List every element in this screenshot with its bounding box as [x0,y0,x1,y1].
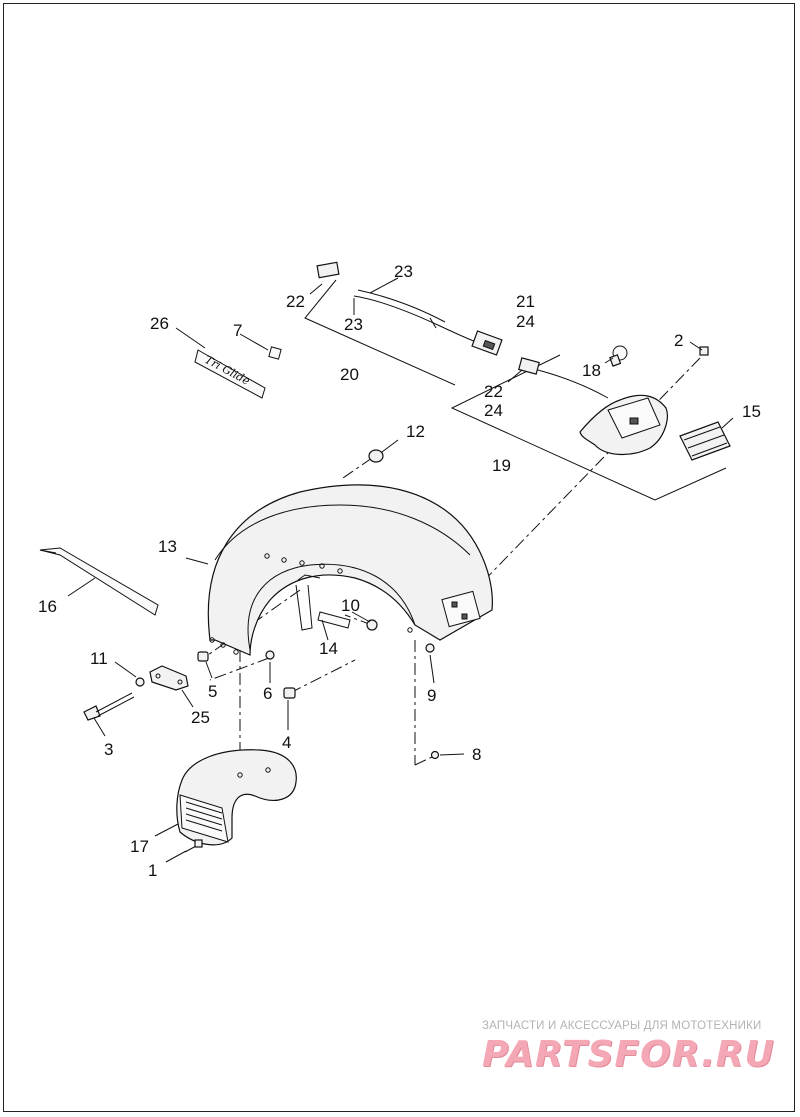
callout-9: 9 [427,686,436,705]
callout-22: 22 [484,382,503,401]
group-brackets [304,279,727,501]
callout-1: 1 [148,861,157,880]
fender-strip [39,547,159,616]
callout-6: 6 [263,684,272,703]
callout-12: 12 [406,422,425,441]
callout-3: 3 [104,740,113,759]
hardware [83,346,709,853]
callout-23-wire: 23 [344,315,363,334]
callout-16: 16 [38,597,57,616]
callout-7: 7 [233,321,242,340]
callout-11: 11 [90,649,108,668]
rear-fender [207,484,493,656]
callout-23: 23 [394,262,413,281]
callout-25: 25 [191,708,210,727]
watermark: ЗАПЧАСТИ И АКСЕССУАРЫ ДЛЯ МОТОТЕХНИКИ PA… [482,1020,782,1075]
callout-4: 4 [282,733,291,752]
callout-14: 14 [319,639,338,658]
callout-19: 19 [492,456,511,475]
callout-22-harness: 22 [286,292,305,311]
callout-21: 21 [516,292,535,311]
emblem: Tri Glide [194,349,266,399]
callout-10: 10 [341,596,360,615]
callout-15: 15 [742,402,761,421]
watermark-logo: PARTSFOR.RU [482,1034,775,1075]
callout-26: 26 [150,314,169,333]
callout-2: 2 [674,331,683,350]
callout-24: 24 [516,312,535,331]
callouts: 1 2 3 4 5 6 7 8 9 10 11 12 13 14 15 16 1… [38,262,761,880]
license-bracket [176,749,297,846]
page-border [3,3,795,1112]
wiring-harness [316,261,503,356]
callout-24-taillight: 24 [484,401,503,420]
callout-17: 17 [130,837,149,856]
watermark-subtitle: ЗАПЧАСТИ И АКСЕССУАРЫ ДЛЯ МОТОТЕХНИКИ [482,1020,762,1032]
tail-light-assembly [518,345,731,461]
callout-20: 20 [340,365,359,384]
callout-13: 13 [158,537,177,556]
callout-8: 8 [472,745,481,764]
callout-18: 18 [582,361,601,380]
callout-5: 5 [208,682,217,701]
leader-lines [67,277,734,863]
